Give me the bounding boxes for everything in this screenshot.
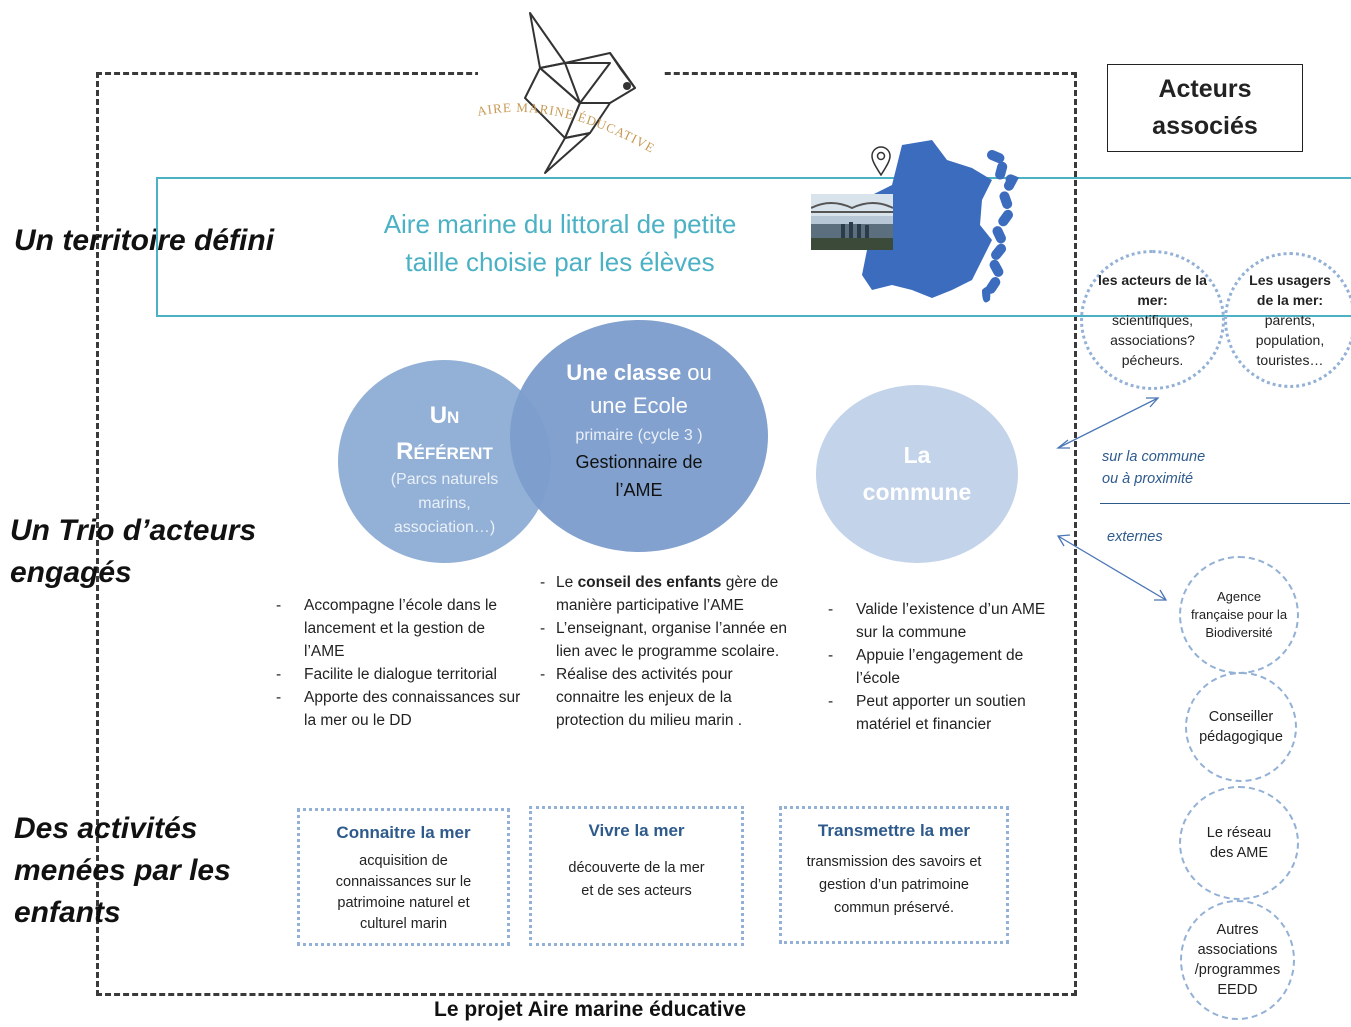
section-activities-line2: menées par les [14, 854, 231, 887]
referent-subtitle: (Parcs naturels marins, association…) [338, 468, 551, 540]
proximity-line2: ou à proximité [1102, 471, 1194, 487]
activity-description: transmission des savoirs et gestion d’un… [806, 854, 982, 916]
class-bullets: Le conseil des enfants gère de manière p… [540, 571, 796, 732]
class-title-bold: Une classe [566, 360, 682, 385]
class-title: Une classe ou une Ecole [510, 356, 768, 422]
local-actor-text: scientifiques, associations? pécheurs. [1110, 312, 1195, 368]
referent-sub-line1: (Parcs naturels [390, 471, 499, 488]
territory-band [156, 177, 1351, 317]
svg-text:AIRE MARINE ÉDUCATIVE: AIRE MARINE ÉDUCATIVE [476, 100, 658, 156]
class-line2: une Ecole [590, 393, 688, 418]
class-title-rest: ou [681, 360, 712, 385]
local-actor-circle: les acteurs de la mer: scientifiques, as… [1080, 250, 1225, 390]
activity-description: découverte de la mer et de ses acteurs [568, 860, 705, 899]
class-circle: Une classe ou une Ecole primaire (cycle … [510, 320, 768, 552]
external-actor-circle: Conseiller pédagogique [1185, 672, 1297, 782]
arrow-to-local-actors [1057, 397, 1159, 449]
commune-circle: La commune [816, 385, 1018, 563]
territory-line1: Aire marine du littoral de petite [383, 209, 737, 239]
list-item: Peut apporter un soutien matériel et fin… [828, 690, 1058, 736]
referent-title: Un Référent [338, 398, 551, 470]
territory-description: Aire marine du littoral de petite taille… [330, 205, 790, 281]
logo-text: AIRE MARINE ÉDUCATIVE [476, 100, 657, 156]
referent-title-line2: Référent [396, 438, 493, 465]
class-line3: primaire (cycle 3 ) [575, 427, 703, 444]
proximity-line1: sur la commune [1102, 449, 1206, 465]
activity-description: acquisition de connaissances sur le patr… [335, 853, 472, 932]
local-actor-bold: les acteurs de la mer: [1098, 272, 1207, 308]
bullet1-pre: Le [556, 574, 578, 591]
proximity-note: sur la commune ou à proximité [1102, 446, 1205, 490]
list-item: Facilite le dialogue territorial [276, 663, 522, 686]
class-line5: l’AME [615, 480, 663, 500]
associated-actors-box: Acteurs associés [1107, 64, 1303, 152]
external-note: externes [1107, 529, 1163, 545]
project-title: Le projet Aire marine éducative [434, 998, 746, 1021]
france-map-icon [832, 140, 1032, 310]
external-actor-label: Le réseau des AME [1206, 825, 1272, 861]
divider [1100, 503, 1350, 504]
section-activities-line1: Des activités [14, 812, 198, 845]
external-actor-circle: Agence française pour la Biodiversité [1179, 556, 1299, 674]
list-item: Apporte des connaissances sur la mer ou … [276, 686, 522, 732]
class-line4: Gestionnaire de [575, 452, 703, 472]
class-role: Gestionnaire de l’AME [510, 448, 768, 504]
commune-title: La commune [816, 437, 1018, 511]
activity-title: Vivre la mer [588, 821, 685, 840]
activity-title: Connaitre la mer [336, 823, 471, 842]
ame-logo: AIRE MARINE ÉDUCATIVE [470, 8, 670, 178]
referent-sub-line2: marins, [418, 495, 471, 512]
section-trio-label: Un Trio d’acteurs engagés [10, 510, 256, 594]
actors-box-line2: associés [1152, 112, 1258, 140]
list-item: Le conseil des enfants gère de manière p… [540, 571, 796, 617]
activity-box-connaitre: Connaitre la mer acquisition de connaiss… [297, 808, 510, 946]
external-actor-circle: Autres associations /programmes EEDD [1180, 900, 1295, 1020]
external-actor-label: Autres associations /programmes EEDD [1194, 922, 1281, 998]
commune-bullets: Valide l’existence d’un AME sur la commu… [828, 598, 1058, 736]
local-actor-text: parents, population, touristes… [1255, 312, 1325, 368]
location-pin-icon [870, 146, 892, 177]
referent-sub-line3: association…) [393, 519, 496, 536]
connector-arrows [1056, 397, 1168, 601]
activity-title: Transmettre la mer [817, 821, 971, 840]
section-territory-label: Un territoire défini [14, 224, 275, 257]
frame-gap [478, 62, 664, 84]
list-item: Appuie l’engagement de l’école [828, 644, 1058, 690]
list-item: L’enseignant, organise l’année en lien a… [540, 617, 796, 663]
actors-box-line1: Acteurs [1158, 75, 1252, 103]
origami-fish-icon: AIRE MARINE ÉDUCATIVE [476, 12, 658, 174]
section-activities-label: Des activités menées par les enfants [14, 808, 231, 934]
territory-line2: taille choisie par les élèves [405, 247, 715, 277]
section-trio-line1: Un Trio d’acteurs [10, 514, 257, 547]
external-actor-label: Agence française pour la Biodiversité [1190, 589, 1288, 640]
local-actor-bold: Les usagers de la mer: [1249, 272, 1331, 308]
list-item: Réalise des activités pour connaitre les… [540, 663, 796, 732]
section-trio-line2: engagés [10, 556, 132, 589]
arrow-to-external-actors [1057, 535, 1167, 601]
section-activities-line3: enfants [14, 896, 121, 929]
external-actor-circle: Le réseau des AME [1179, 786, 1299, 900]
list-item: Accompagne l’école dans le lancement et … [276, 594, 522, 663]
list-item: Valide l’existence d’un AME sur la commu… [828, 598, 1058, 644]
commune-line2: commune [862, 479, 972, 505]
activity-box-transmettre: Transmettre la mer transmission des savo… [779, 806, 1009, 944]
coast-photo [811, 194, 893, 250]
activity-box-vivre: Vivre la mer découverte de la mer et de … [529, 806, 744, 946]
external-actor-label: Conseiller pédagogique [1199, 709, 1283, 745]
referent-title-line1: Un [429, 402, 460, 429]
local-actor-circle: Les usagers de la mer: parents, populati… [1224, 252, 1351, 388]
commune-line1: La [903, 442, 931, 468]
bullet1-bold: conseil des enfants [577, 574, 722, 591]
referent-bullets: Accompagne l’école dans le lancement et … [276, 594, 522, 732]
bullet1-post: gère de manière participative l’AME [556, 574, 779, 614]
